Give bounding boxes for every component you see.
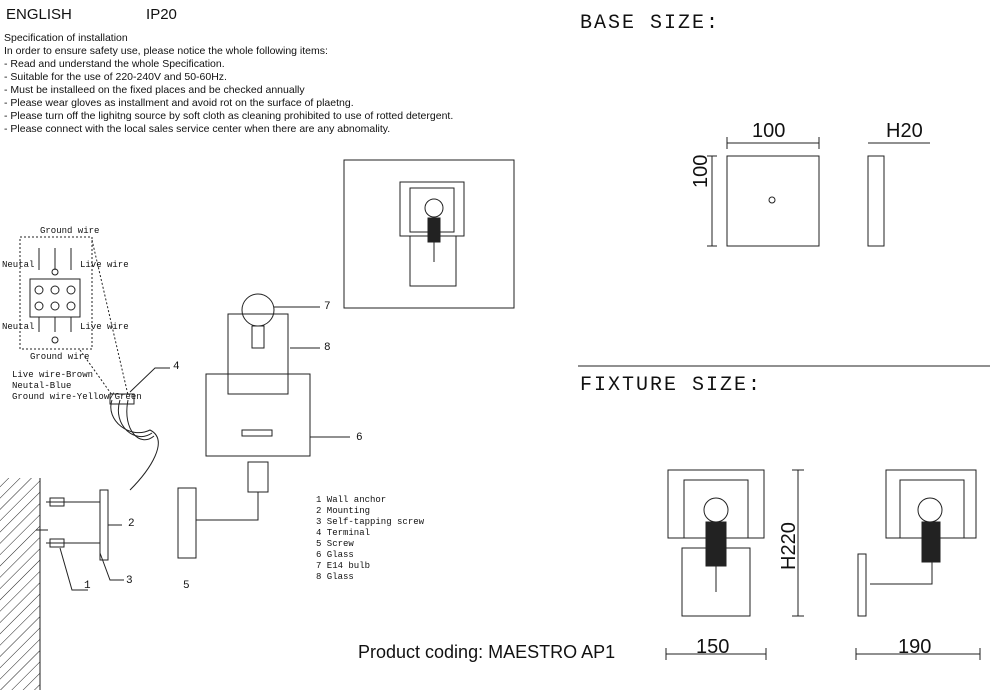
base-depth-dim: H20: [886, 120, 923, 142]
base-size-title: BASE SIZE:: [580, 12, 721, 35]
wire-color-legend: Live wire-Brown Neutal-Blue Ground wire-…: [12, 370, 142, 403]
wire-legend-item: Ground wire-Yellow/Green: [12, 392, 142, 402]
spec-item: - Please connect with the local sales se…: [4, 123, 391, 135]
base-height-dim: 100: [690, 154, 712, 188]
callout-5: 5: [183, 580, 190, 592]
part-item: 8 Glass: [316, 572, 354, 582]
base-side: [867, 155, 885, 247]
part-item: 6 Glass: [316, 550, 354, 560]
spec-item: - Must be installeed on the fixed places…: [4, 84, 305, 96]
part-item: 7 E14 bulb: [316, 561, 371, 571]
language-label: ENGLISH: [6, 6, 72, 23]
part-item: 2 Mounting: [316, 506, 371, 516]
live-wire-label-top: Live wire: [80, 260, 129, 270]
glass-large: [205, 373, 311, 457]
terminal-block: [29, 278, 81, 318]
spec-intro: In order to ensure safety use, please no…: [4, 45, 328, 57]
ip-rating: IP20: [146, 6, 177, 23]
callout-8: 8: [324, 342, 331, 354]
fixture-width-dim: 150: [696, 636, 730, 658]
spec-title: Specification of installation: [4, 32, 128, 44]
neutral-label-bottom: Neutal: [2, 322, 35, 332]
part-item: 5 Screw: [316, 539, 354, 549]
product-preview-box: [343, 159, 515, 309]
callout-6: 6: [356, 432, 363, 444]
fixture-size-title: FIXTURE SIZE:: [580, 374, 763, 397]
product-coding: Product coding: MAESTRO AP1: [358, 642, 616, 662]
live-wire-label-bottom: Live wire: [80, 322, 129, 332]
ground-wire-label-bottom: Ground wire: [30, 352, 90, 362]
spec-item: - Suitable for the use of 220-240V and 5…: [4, 71, 227, 83]
part-item: 1 Wall anchor: [316, 495, 387, 505]
wire-legend-item: Live wire-Brown: [12, 370, 94, 380]
callout-1: 1: [84, 580, 91, 592]
base-width-dim: 100: [752, 120, 786, 142]
header: ENGLISH IP20: [6, 6, 247, 23]
callout-2: 2: [128, 518, 135, 530]
spec-item: - Please turn off the lighitng source by…: [4, 110, 454, 122]
part-item: 3 Self-tapping screw: [316, 517, 425, 527]
base-front: [726, 155, 820, 247]
part-item: 4 Terminal: [316, 528, 371, 538]
neutral-label-top: Neutal: [2, 260, 35, 270]
fixture-depth-dim: 190: [898, 636, 932, 658]
fixture-height-dim: H220: [778, 522, 800, 570]
wall-hatch: [0, 478, 40, 690]
wire-legend-item: Neutal-Blue: [12, 381, 72, 391]
ground-wire-label-top: Ground wire: [40, 226, 100, 236]
terminal-box: [19, 236, 93, 350]
callout-3: 3: [126, 575, 133, 587]
specification-text: Specification of installation In order t…: [4, 32, 453, 136]
parts-legend: 1 Wall anchor 2 Mounting 3 Self-tapping …: [316, 495, 424, 583]
glass-small: [227, 313, 289, 395]
spec-item: - Please wear gloves as installment and …: [4, 97, 354, 109]
bulb-outline: [241, 293, 275, 327]
callout-7: 7: [324, 301, 331, 313]
spec-item: - Read and understand the whole Specific…: [4, 58, 225, 70]
callout-4: 4: [173, 361, 180, 373]
